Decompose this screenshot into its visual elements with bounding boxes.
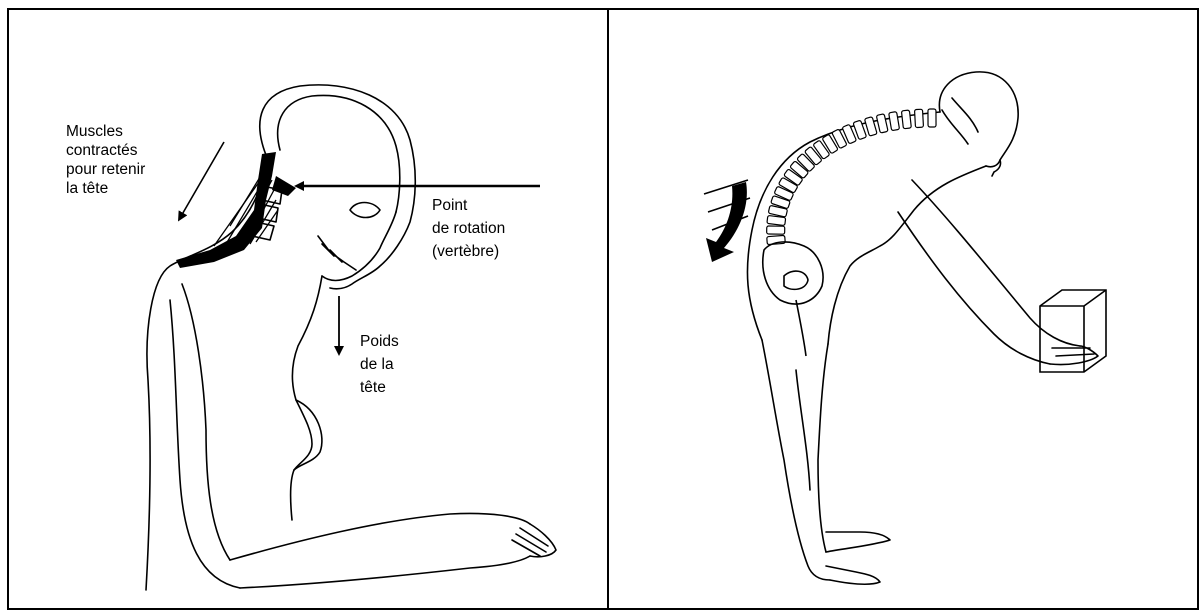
jaw-teeth [318, 236, 356, 270]
label-pivot-line: (vertèbre) [432, 243, 499, 260]
leg-inner [796, 370, 810, 490]
neck-muscles [176, 152, 296, 268]
vertebra [901, 110, 911, 129]
foot-front [826, 532, 890, 552]
label-weight: Poids de la tête [360, 333, 403, 396]
label-weight-line: de la [360, 356, 394, 373]
box [1040, 290, 1106, 372]
label-weight-line: Poids [360, 333, 399, 350]
hair [942, 98, 978, 144]
label-pivot-line: Point [432, 197, 468, 214]
upper-arm [182, 284, 230, 560]
label-muscles-line: contractés [66, 142, 138, 159]
hand [512, 524, 556, 557]
vertebra [889, 112, 900, 131]
vertebra [915, 109, 924, 127]
label-muscles-line: Muscles [66, 123, 123, 140]
pelvis [763, 242, 823, 356]
arm-outer [170, 300, 240, 588]
hand [1050, 346, 1098, 365]
vertebra [928, 109, 936, 127]
label-pivot-line: de rotation [432, 220, 505, 237]
foot-back [826, 566, 880, 584]
muscle-arrow [180, 142, 224, 218]
label-pivot: Point de rotation (vertèbre) [432, 197, 510, 260]
front-leg [818, 344, 828, 552]
spine [767, 109, 936, 245]
vertebra [767, 215, 786, 225]
skull-line [278, 95, 400, 212]
face-profile [322, 212, 396, 281]
front-outline [828, 166, 986, 344]
head-outline [939, 72, 1018, 167]
forearm-bottom [240, 556, 530, 588]
vertebra [864, 117, 877, 137]
vertebra [876, 114, 888, 133]
vertebra [767, 226, 785, 234]
label-muscles-line: pour retenir [66, 161, 145, 178]
arm-top [912, 180, 1080, 346]
label-muscles: Muscles contractés pour retenir la tête [66, 123, 150, 197]
front-outline [291, 276, 322, 520]
seated-woman-illustration [146, 85, 556, 590]
stress-arrow-icon [704, 180, 750, 262]
label-weight-line: tête [360, 379, 386, 396]
bending-woman-illustration [747, 72, 1098, 584]
chest-curve [294, 400, 322, 470]
arm-bottom [898, 212, 1050, 364]
label-muscles-line: la tête [66, 180, 108, 197]
forearm-top [230, 513, 530, 560]
eye-socket [350, 203, 380, 218]
